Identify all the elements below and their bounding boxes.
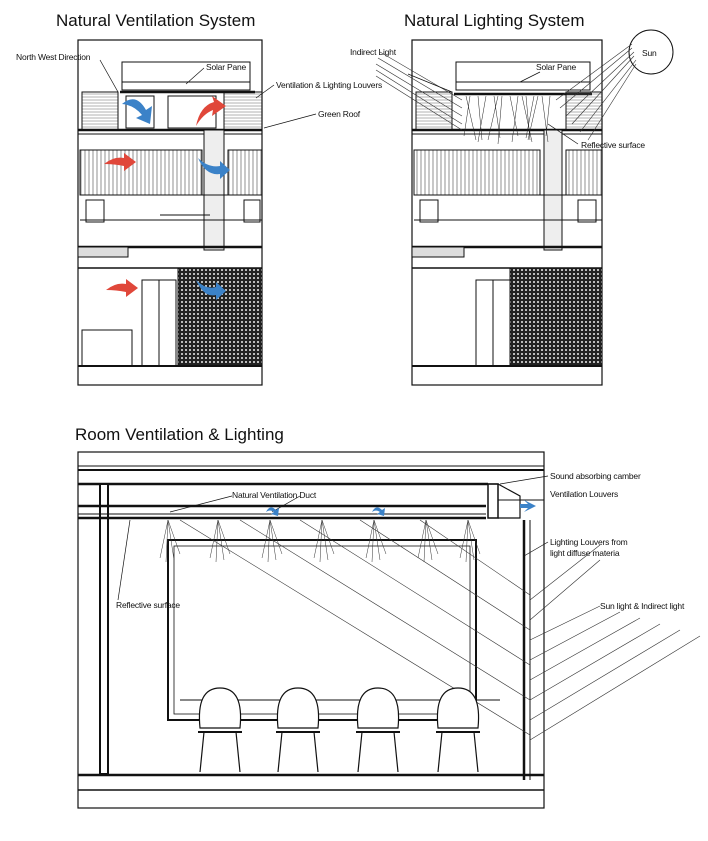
sun-rays (375, 43, 637, 141)
reflective-left-label: Reflective surface (116, 600, 180, 610)
warm-air-arrow (106, 279, 138, 297)
ventilation-section (77, 39, 263, 386)
lighting-louvers-label-2: light diffuse materia (550, 548, 620, 558)
reflective-surface-label: Reflective surface (581, 140, 645, 150)
sun-indirect-label: Sun light & Indirect light (600, 601, 685, 611)
solar-pane-label-1: Solar Pane (206, 62, 247, 72)
room-chairs (198, 687, 480, 773)
room-title: Room Ventilation & Lighting (75, 425, 284, 444)
indirect-light-label: Indirect Light (350, 47, 396, 57)
solar-pane-label-2: Solar Pane (536, 62, 577, 72)
room-light-fans (159, 519, 481, 563)
lighting-leaders (407, 71, 579, 145)
lighting-title: Natural Lighting System (404, 11, 585, 30)
warm-air-arrow (104, 153, 136, 171)
ventilation-louvers-label: Ventilation Louvers (550, 489, 619, 499)
room-leaders (117, 475, 549, 601)
airflow-arrows (104, 96, 230, 300)
sound-absorbing-label: Sound absorbing camber (550, 471, 641, 481)
sun-icon (628, 29, 674, 75)
ventilation-title: Natural Ventilation System (56, 11, 256, 30)
natural-vent-duct-label: Natural Ventilation Duct (232, 490, 317, 500)
cool-air-arrow (122, 99, 152, 124)
cool-air-arrow (196, 280, 226, 300)
room-section (77, 451, 545, 809)
lighting-section (411, 39, 603, 386)
warm-air-arrow (196, 96, 226, 126)
vent-light-louvers-label: Ventilation & Lighting Louvers (276, 80, 382, 90)
cool-air-arrow (198, 158, 230, 179)
green-roof-label: Green Roof (318, 109, 360, 119)
diffuse-light (463, 95, 551, 145)
room-vent-arrows (266, 500, 536, 516)
ventilation-leaders (99, 59, 317, 129)
sun-label: Sun (642, 48, 657, 58)
lighting-louvers-label-1: Lighting Louvers from (550, 537, 628, 547)
north-west-label: North West Direction (16, 52, 91, 62)
